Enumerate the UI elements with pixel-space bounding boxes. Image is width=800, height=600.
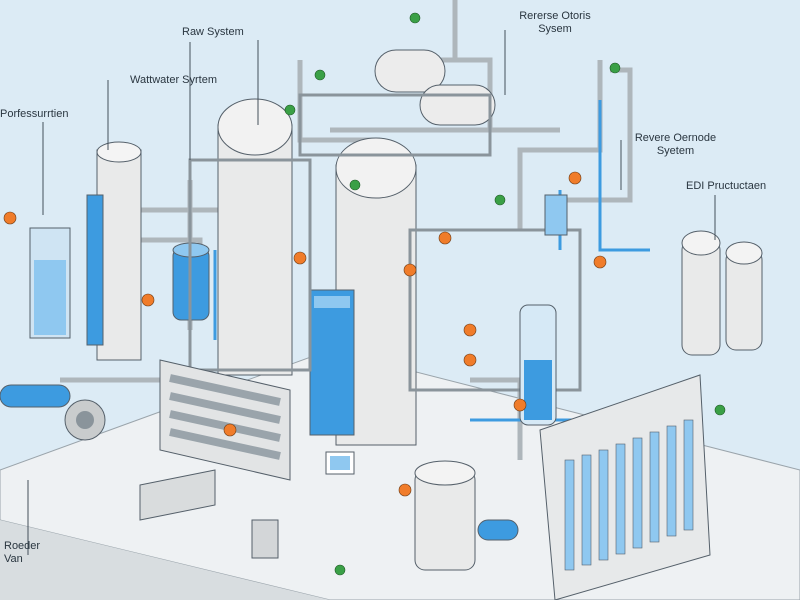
membrane-rack-icon [539,374,711,600]
label-ro-system-top-line2: Sysem [538,23,572,35]
membrane-rack-icon [159,359,291,481]
pump-icon [0,384,106,441]
label-feed-van: Roeder Van [4,540,40,566]
label-raw-system: Raw System [182,26,244,38]
valve-icon [284,12,726,576]
tank-icon [519,194,568,426]
equipment-frame [188,93,582,392]
tank-icon [414,460,519,571]
label-ro-system-right-line2: Syetem [656,145,695,157]
label-ro-system-right: Revere Oernode Syetem [613,132,738,158]
valve-icon [3,171,607,497]
label-feed-van-line1: Roeder [4,540,41,552]
tank-icon [86,141,142,361]
label-ro-system-right-line1: Revere Oernode [634,132,717,144]
tank-icon [681,230,763,356]
control-panel-icon [139,451,355,559]
label-wastewater-system: Wattwater Syrtem [130,74,217,86]
label-ro-system-top-line1: Rererse Otoris [519,10,591,22]
tank-icon [29,227,71,339]
label-feed-van-line2: Van [4,553,23,565]
label-ro-system-top: Rererse Otoris Sysem [500,10,610,36]
label-edi-production: EDI Pructuctaen [686,180,767,192]
leader-lines [27,30,716,555]
tank-icon [217,98,293,376]
label-pretreatment: Porfessurrtien [0,108,69,120]
tank-icon [309,137,417,446]
